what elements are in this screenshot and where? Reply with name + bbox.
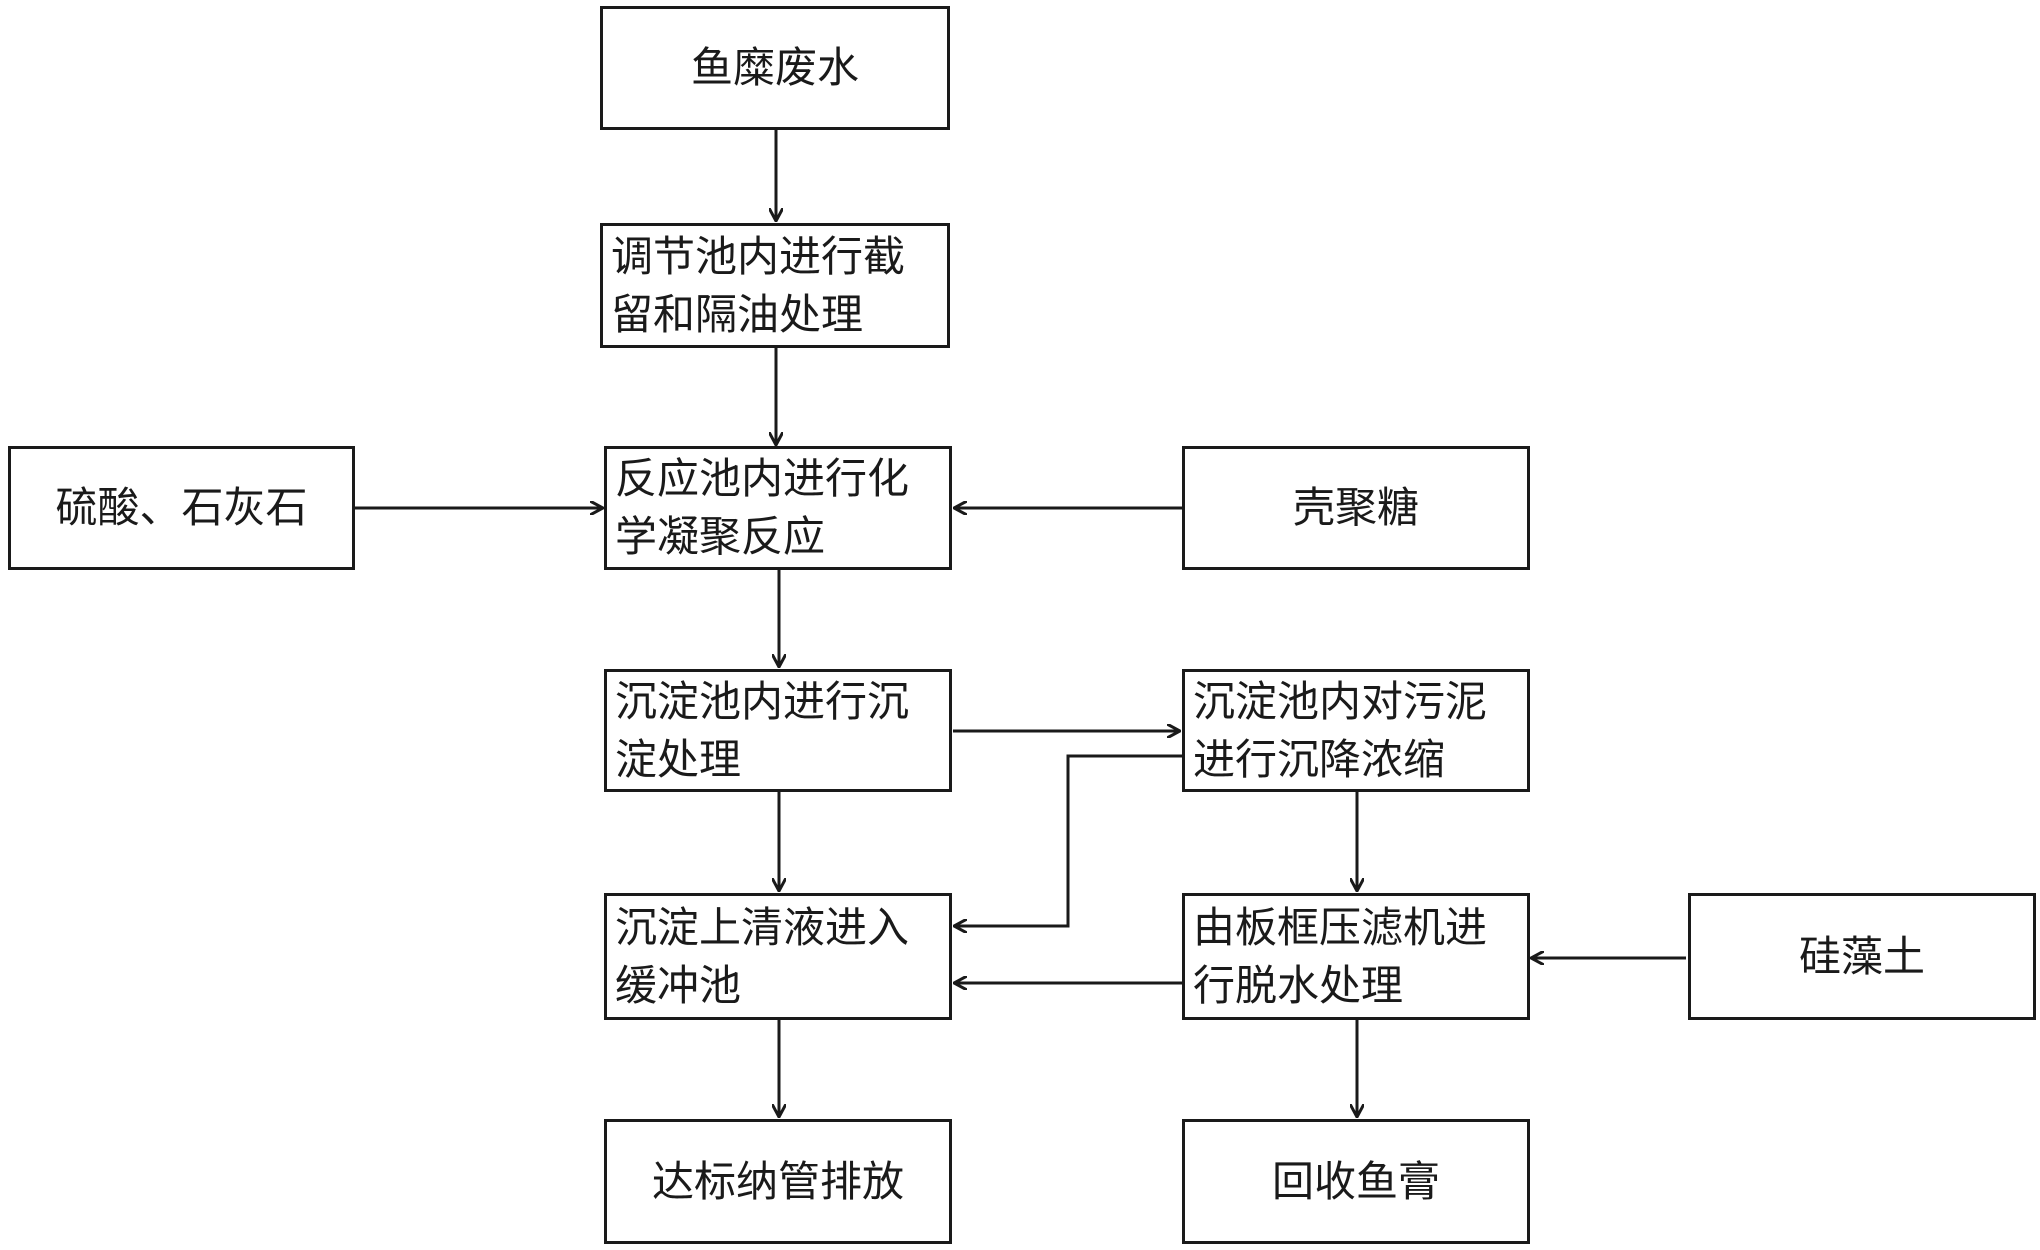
node-label: 沉淀池内对污泥 进行沉降浓缩 [1193,676,1488,784]
node-filter-press: 由板框压滤机进 行脱水处理 [1182,893,1530,1020]
node-diatomite: 硅藻土 [1688,893,2036,1020]
node-label: 沉淀上清液进入 缓冲池 [615,902,910,1010]
node-label: 由板框压滤机进 行脱水处理 [1193,902,1488,1010]
node-label: 硅藻土 [1798,931,1925,981]
node-label: 壳聚糖 [1292,483,1419,532]
node-reaction-tank: 反应池内进行化 学凝聚反应 [604,446,952,570]
node-label: 达标纳管排放 [651,1156,904,1206]
node-buffer-tank: 沉淀上清液进入 缓冲池 [604,893,952,1020]
node-label: 鱼糜废水 [690,43,859,92]
node-label: 回收鱼膏 [1271,1156,1440,1206]
node-regulation-tank: 调节池内进行截 留和隔油处理 [600,223,950,348]
node-chitosan: 壳聚糖 [1182,446,1530,570]
arrow-sludge-to-buffer [955,754,1182,926]
node-sludge-thickening: 沉淀池内对污泥 进行沉降浓缩 [1182,669,1530,792]
node-label: 反应池内进行化 学凝聚反应 [615,454,910,561]
node-sulfuric-acid-limestone: 硫酸、石灰石 [8,446,355,570]
node-fish-waste-water: 鱼糜废水 [600,6,950,130]
node-discharge: 达标纳管排放 [604,1119,952,1244]
node-sedimentation-tank: 沉淀池内进行沉 淀处理 [604,669,952,792]
node-label: 调节池内进行截 留和隔油处理 [611,231,906,339]
node-recover-fish-paste: 回收鱼膏 [1182,1119,1530,1244]
node-label: 沉淀池内进行沉 淀处理 [615,676,910,784]
node-label: 硫酸、石灰石 [55,483,308,532]
